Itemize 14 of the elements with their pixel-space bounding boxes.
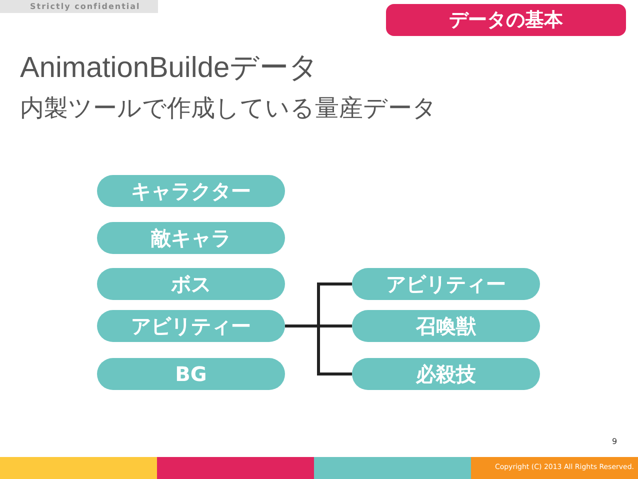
- section-tag: データの基本: [386, 4, 626, 36]
- rounded-pill: アビリティー: [352, 268, 540, 300]
- rounded-pill: アビリティー: [97, 310, 285, 342]
- page-number: 9: [612, 437, 618, 446]
- confidential-banner: Strictly confidential: [0, 0, 158, 13]
- subtitle: 内製ツールで作成している量産データ: [20, 93, 437, 124]
- rounded-pill: 敵キャラ: [97, 222, 285, 254]
- rounded-pill: 召喚獣: [352, 310, 540, 342]
- connector-line: [285, 324, 352, 376]
- rounded-pill: キャラクター: [97, 175, 285, 207]
- title: AnimationBuildeデータ: [20, 51, 319, 86]
- rounded-pill: BG: [97, 358, 285, 390]
- rounded-pill: ボス: [97, 268, 285, 300]
- rounded-pill: 必殺技: [352, 358, 540, 390]
